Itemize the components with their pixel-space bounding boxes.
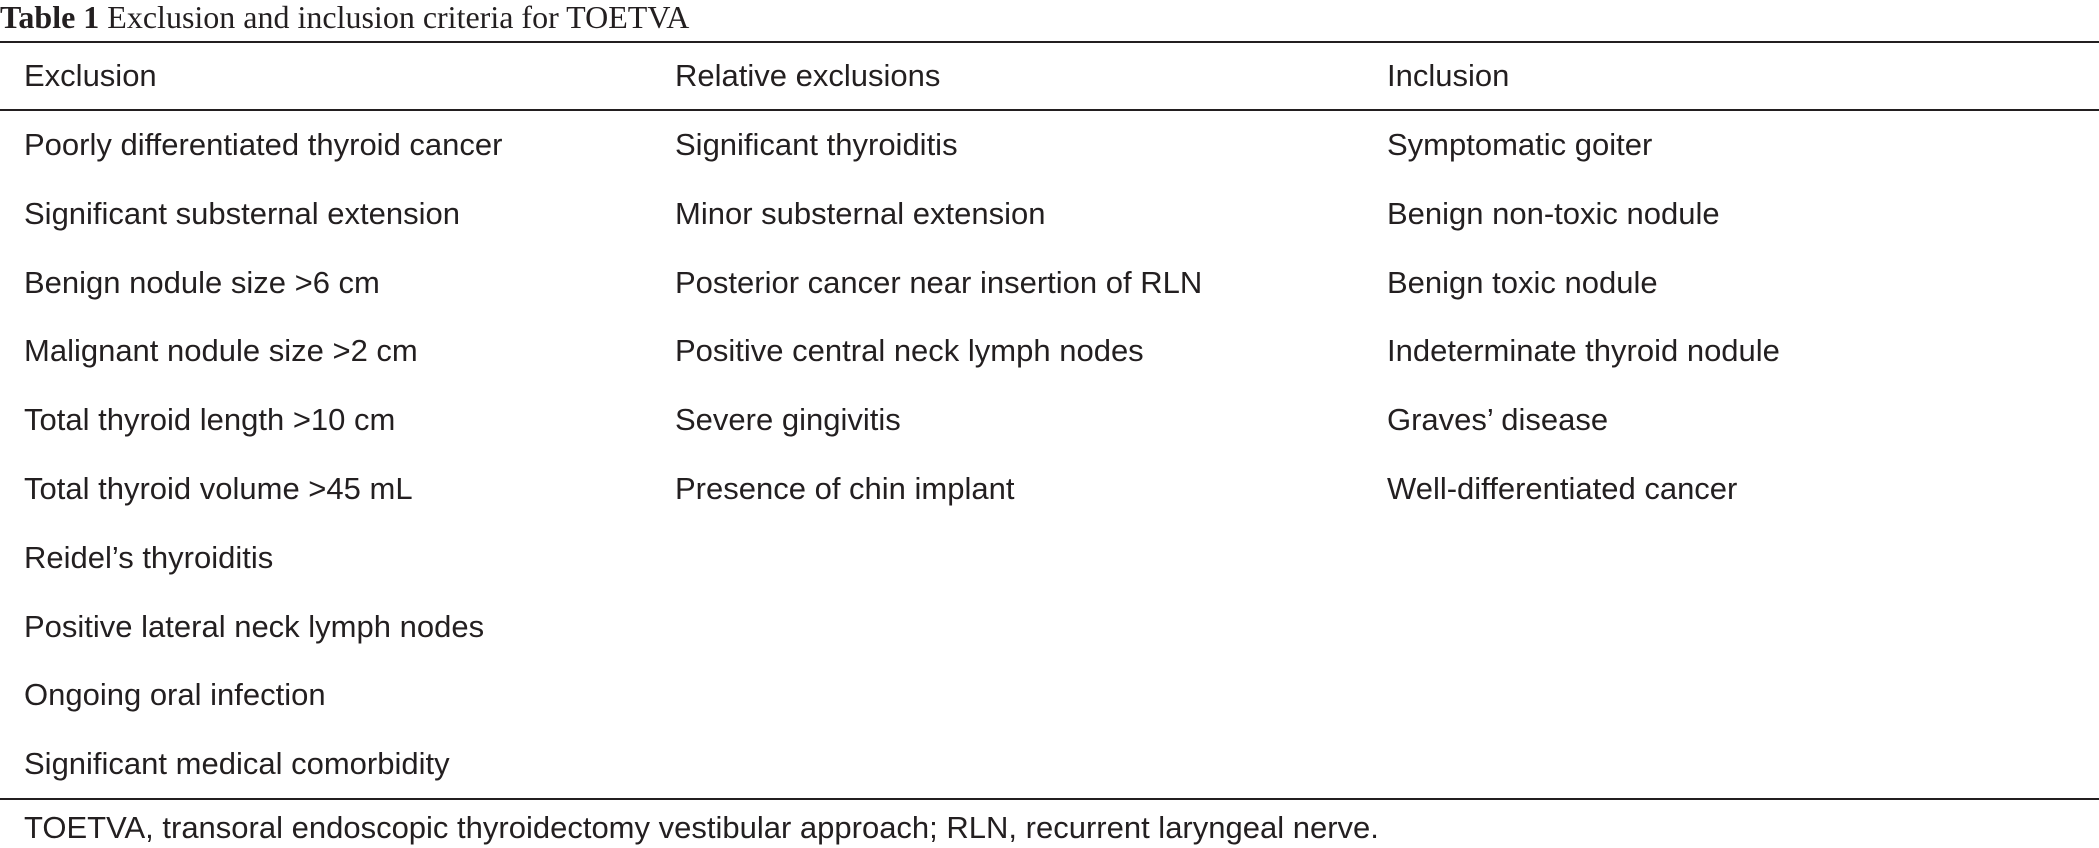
table-cell-exclusion: Significant medical comorbidity (24, 746, 450, 781)
column-header-inclusion: Inclusion (1387, 58, 1510, 93)
table-cell-relative-exclusion: Positive central neck lymph nodes (675, 333, 1144, 368)
table-cell-exclusion: Total thyroid volume >45 mL (24, 471, 413, 506)
table-cell-exclusion: Malignant nodule size >2 cm (24, 333, 418, 368)
table-cell-inclusion: Symptomatic goiter (1387, 127, 1653, 162)
table-caption-label: Table 1 (0, 0, 100, 35)
table-bottom-rule (0, 798, 2099, 800)
table-caption: Table 1 Exclusion and inclusion criteria… (0, 0, 689, 38)
table-cell-relative-exclusion: Presence of chin implant (675, 471, 1015, 506)
table-cell-inclusion: Benign non-toxic nodule (1387, 196, 1720, 231)
table-cell-inclusion: Indeterminate thyroid nodule (1387, 333, 1780, 368)
table-top-rule (0, 41, 2099, 43)
table-cell-exclusion: Poorly differentiated thyroid cancer (24, 127, 503, 162)
table-cell-relative-exclusion: Severe gingivitis (675, 402, 901, 437)
table-cell-inclusion: Graves’ disease (1387, 402, 1609, 437)
table-cell-inclusion: Benign toxic nodule (1387, 265, 1658, 300)
table-cell-relative-exclusion: Posterior cancer near insertion of RLN (675, 265, 1203, 300)
table-footnote: TOETVA, transoral endoscopic thyroidecto… (24, 810, 1379, 845)
table-cell-exclusion: Ongoing oral infection (24, 677, 326, 712)
table-cell-inclusion: Well-differentiated cancer (1387, 471, 1738, 506)
column-header-exclusion: Exclusion (24, 58, 157, 93)
table-cell-exclusion: Positive lateral neck lymph nodes (24, 609, 485, 644)
table-cell-exclusion: Benign nodule size >6 cm (24, 265, 380, 300)
table-cell-relative-exclusion: Minor substernal extension (675, 196, 1046, 231)
table-header-rule (0, 109, 2099, 111)
table-cell-exclusion: Reidel’s thyroiditis (24, 540, 274, 575)
table-cell-exclusion: Significant substernal extension (24, 196, 460, 231)
table-cell-relative-exclusion: Significant thyroiditis (675, 127, 958, 162)
table-cell-exclusion: Total thyroid length >10 cm (24, 402, 396, 437)
column-header-relative-exclusions: Relative exclusions (675, 58, 941, 93)
table-caption-text: Exclusion and inclusion criteria for TOE… (107, 0, 690, 35)
